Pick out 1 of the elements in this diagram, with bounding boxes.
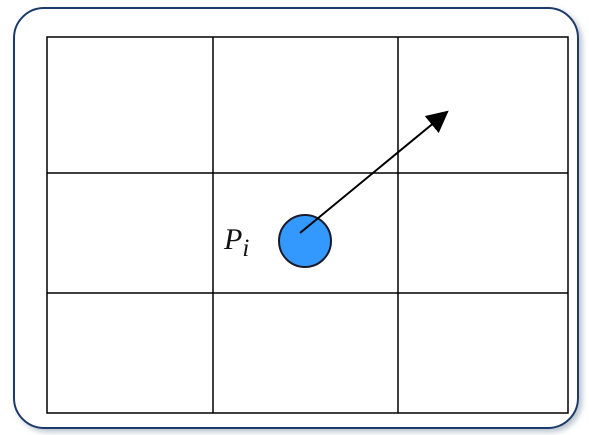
particle-label: P$_{i}$	[224, 225, 250, 261]
